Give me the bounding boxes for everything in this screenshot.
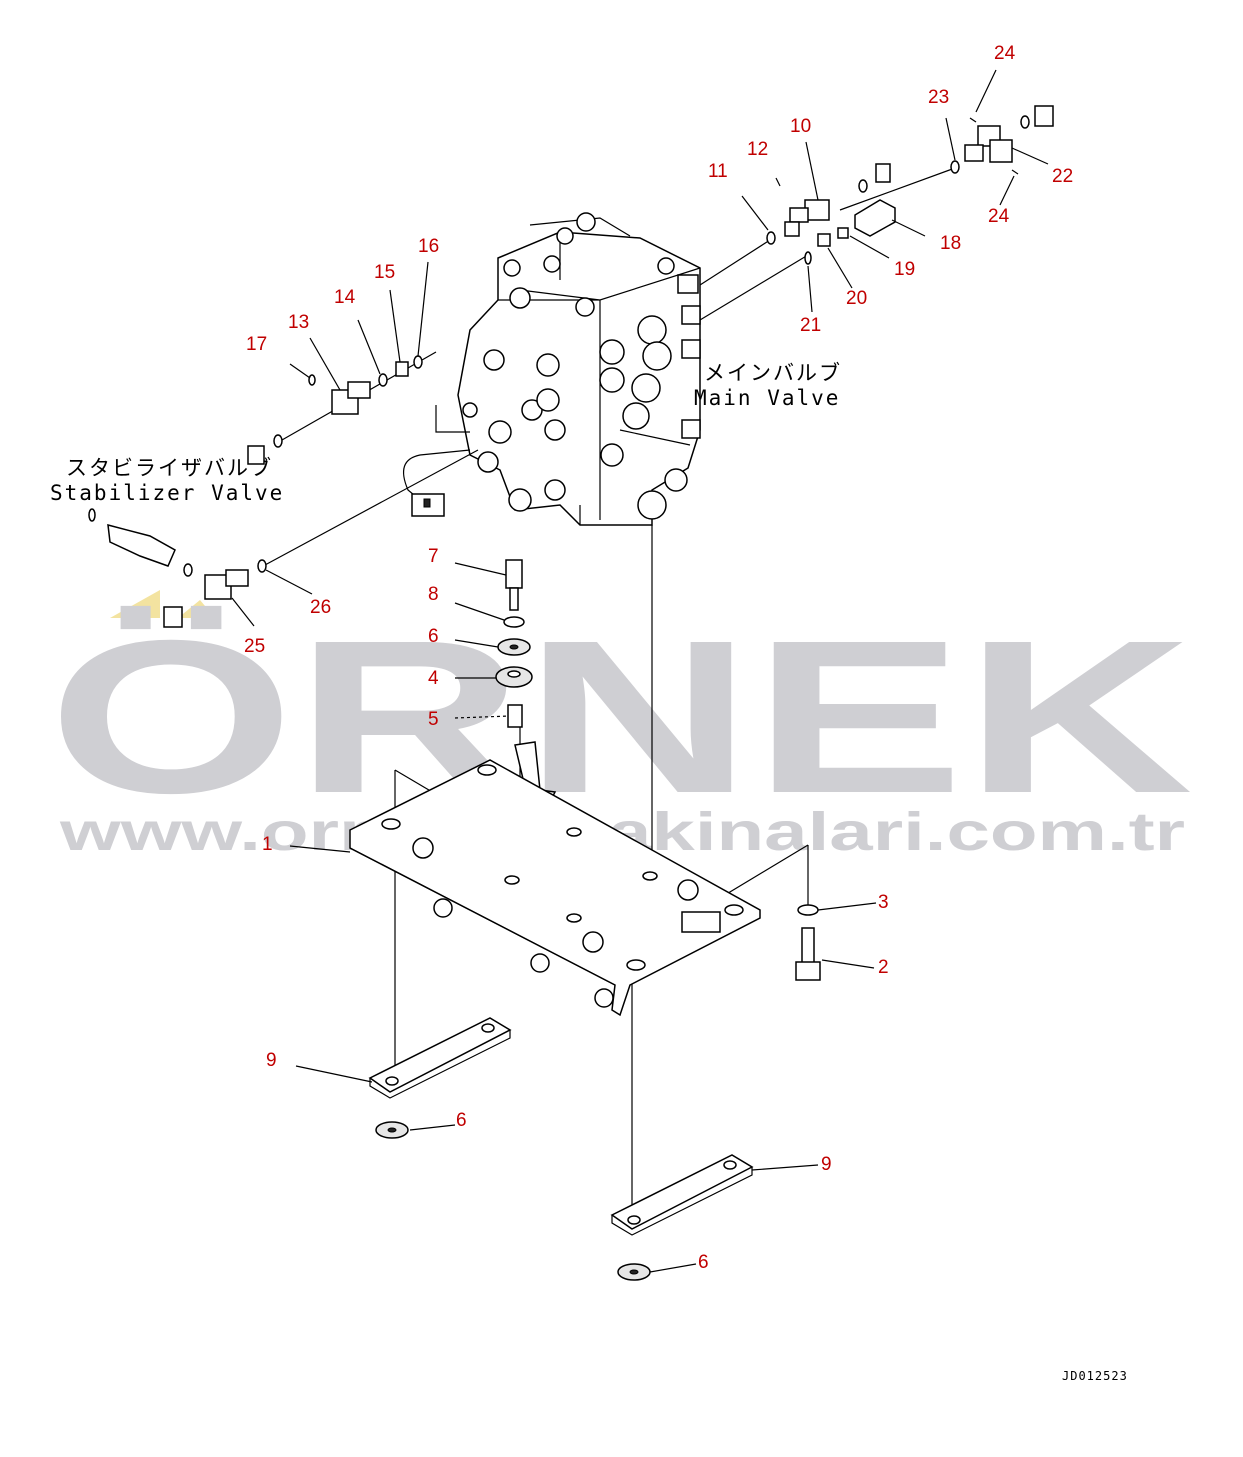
- adapter-15: [395, 361, 409, 377]
- callout-12: 12: [747, 139, 768, 160]
- adapter-20: [817, 233, 831, 247]
- callout-9: 9: [266, 1050, 277, 1071]
- washer-8: [503, 616, 525, 628]
- washer-3: [797, 904, 819, 916]
- bolt-7-head: [505, 559, 523, 589]
- main-valve: [402, 212, 701, 526]
- o-ring-11: [766, 231, 776, 245]
- valve-18: [854, 199, 896, 237]
- o-ring-14: [378, 373, 388, 387]
- bolt-2: [795, 927, 821, 981]
- o-ring-16: [413, 355, 423, 369]
- base-plate-1: [349, 759, 761, 1017]
- adapter-19: [837, 227, 849, 239]
- o-ring-21: [804, 251, 812, 265]
- callout-26: 26: [310, 597, 331, 618]
- o-ring: [858, 179, 868, 193]
- left-fittings: [247, 355, 423, 465]
- callout-6: 6: [428, 626, 439, 647]
- callout-24: 24: [988, 206, 1010, 227]
- callout-10: 10: [790, 116, 811, 137]
- plate-9-right: [610, 1154, 754, 1236]
- right-fittings: [766, 105, 1054, 265]
- callout-23: 23: [928, 87, 949, 108]
- plug-top: [1034, 105, 1054, 127]
- callout-11: 11: [708, 161, 728, 182]
- bolt-7-shank: [509, 587, 519, 611]
- callout-18: 18: [940, 233, 961, 254]
- main-valve-label: メインバルブ Main Valve: [694, 361, 842, 410]
- callout-14: 14: [334, 287, 356, 308]
- callout-3: 3: [878, 892, 889, 913]
- stabilizer-valve-label-jp: スタビライザバルブ: [66, 456, 273, 480]
- main-valve-label-jp: メインバルブ: [704, 361, 842, 385]
- callout-21: 21: [800, 315, 821, 336]
- pin-24-bottom: [1011, 169, 1019, 175]
- pin-24-top: [969, 117, 977, 123]
- callout-20: 20: [846, 288, 867, 309]
- callout-1: 1: [262, 834, 273, 855]
- elbow-25: [204, 569, 249, 600]
- plate-9-left: [368, 1017, 512, 1099]
- callout-25: 25: [244, 636, 265, 657]
- o-ring-26: [257, 559, 267, 573]
- callout-15: 15: [374, 262, 395, 283]
- callouts: 1 2 3 4 5 6 6 6 7 8 9 9 10 11 12 13 14 1…: [244, 43, 1073, 1273]
- watermark-accent: [110, 590, 160, 618]
- callout-5: 5: [428, 709, 439, 730]
- callout-17: 17: [246, 334, 267, 355]
- elbow-13: [331, 381, 371, 415]
- tee-22: [964, 125, 1013, 163]
- leader-lines: [231, 69, 1049, 1273]
- callout-4: 4: [428, 668, 439, 689]
- mount-stack: [495, 559, 557, 803]
- callout-6: 6: [456, 1110, 467, 1131]
- plug: [875, 163, 891, 183]
- stabilizer-valve-label-en: Stabilizer Valve: [50, 481, 284, 505]
- drawing-code: JD012523: [1062, 1369, 1128, 1383]
- callout-6: 6: [698, 1252, 709, 1273]
- pin-12: [775, 177, 781, 187]
- callout-16: 16: [418, 236, 439, 257]
- watermark-brand: ÖRNEK: [48, 596, 1193, 839]
- plug-stabilizer: [163, 606, 183, 628]
- pin-17: [308, 374, 316, 386]
- callout-8: 8: [428, 584, 439, 605]
- callout-2: 2: [878, 957, 889, 978]
- callout-19: 19: [894, 259, 915, 280]
- o-ring-23: [950, 160, 960, 174]
- callout-9: 9: [821, 1154, 832, 1175]
- plate-block: [681, 911, 721, 933]
- stabilizer-valve: [88, 508, 267, 628]
- stabilizer-valve-label: スタビライザバルブ Stabilizer Valve: [50, 456, 284, 505]
- callout-13: 13: [288, 312, 309, 333]
- callout-7: 7: [428, 546, 439, 567]
- main-valve-label-en: Main Valve: [694, 386, 840, 410]
- elbow-10: [784, 199, 830, 237]
- collar-5: [507, 704, 523, 728]
- callout-22: 22: [1052, 166, 1073, 187]
- callout-24: 24: [994, 43, 1016, 64]
- watermark: ÖRNEK www.ornekismakinalari.com.tr: [48, 590, 1193, 862]
- plug-left: [247, 445, 265, 465]
